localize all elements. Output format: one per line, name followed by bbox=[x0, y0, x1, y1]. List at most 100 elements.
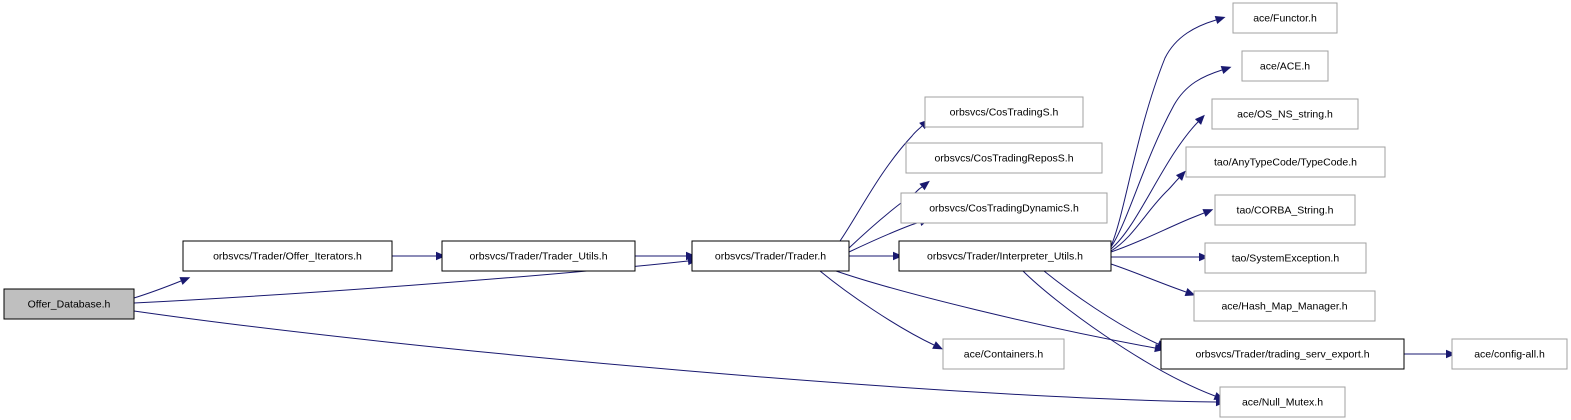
edge-line bbox=[133, 280, 182, 299]
node-box[interactable] bbox=[1232, 2, 1338, 34]
node-box[interactable] bbox=[1160, 338, 1405, 370]
node-layer: Offer_Database.hOffer_Database.h orbsvcs/… bbox=[3, 2, 1568, 418]
node-box[interactable] bbox=[942, 338, 1065, 370]
node-trading_serv_export[interactable]: orbsvcs/Trader/trading_serv_export.horbs… bbox=[1160, 338, 1405, 370]
node-label: orbsvcs/Trader/Offer_Iterators.h bbox=[213, 250, 362, 262]
edge-trading_serv_export-to-ace_config_all bbox=[1404, 349, 1456, 359]
node-box[interactable] bbox=[1185, 146, 1386, 178]
edge-line bbox=[835, 270, 1156, 349]
edge-line bbox=[1110, 177, 1180, 252]
edge-line bbox=[1110, 69, 1223, 248]
edge-offer_database-to-offer_iterators bbox=[133, 277, 191, 299]
node-box[interactable] bbox=[182, 240, 393, 272]
edge-arrowhead bbox=[919, 180, 930, 191]
node-offer_iterators[interactable]: orbsvcs/Trader/Offer_Iterators.horbsvcs/… bbox=[182, 240, 393, 272]
node-label: orbsvcs/Trader/trading_serv_export.h bbox=[1195, 348, 1369, 360]
edge-arrowhead bbox=[436, 251, 446, 261]
edge-interpreter_utils-to-tao_typecode bbox=[1110, 170, 1186, 252]
edge-line bbox=[1110, 121, 1199, 250]
node-label: orbsvcs/Trader/Trader.h bbox=[715, 250, 826, 262]
node-label: orbsvcs/CosTradingS.h bbox=[950, 106, 1059, 118]
node-box[interactable] bbox=[3, 288, 135, 320]
node-label: ace/OS_NS_string.h bbox=[1237, 108, 1333, 120]
node-box[interactable] bbox=[900, 192, 1108, 224]
edge-trader_utils-to-trader bbox=[635, 251, 696, 261]
node-label: ace/config-all.h bbox=[1474, 348, 1545, 360]
node-label: Offer_Database.h bbox=[28, 298, 111, 310]
node-label: orbsvcs/Trader/Interpreter_Utils.h bbox=[927, 250, 1083, 262]
node-box[interactable] bbox=[1241, 50, 1329, 82]
edge-interpreter_utils-to-ace_hash_map_manager bbox=[1110, 263, 1196, 296]
edge-arrowhead bbox=[1184, 288, 1196, 296]
node-label: orbsvcs/CosTradingReposS.h bbox=[934, 152, 1073, 164]
edge-line bbox=[819, 270, 935, 346]
edge-interpreter_utils-to-tao_systemexception bbox=[1111, 252, 1209, 262]
node-offer_database[interactable]: Offer_Database.hOffer_Database.h bbox=[3, 288, 135, 320]
edge-interpreter_utils-to-ace_ace bbox=[1110, 66, 1232, 248]
edge-arrowhead bbox=[1214, 16, 1226, 24]
node-label: ace/Containers.h bbox=[964, 348, 1044, 360]
node-label: tao/AnyTypeCode/TypeCode.h bbox=[1214, 156, 1357, 168]
edge-arrowhead bbox=[893, 251, 903, 261]
edge-line bbox=[1110, 212, 1205, 253]
node-label: ace/Hash_Map_Manager.h bbox=[1221, 300, 1347, 312]
edge-arrowhead bbox=[1194, 114, 1205, 125]
node-box[interactable] bbox=[1193, 290, 1376, 322]
edge-offer_iterators-to-trader_utils bbox=[392, 251, 446, 261]
node-interpreter_utils[interactable]: orbsvcs/Trader/Interpreter_Utils.horbsvc… bbox=[898, 240, 1112, 272]
node-label: ace/ACE.h bbox=[1260, 60, 1310, 72]
node-costradingdynamic[interactable]: orbsvcs/CosTradingDynamicS.horbsvcs/CosT… bbox=[900, 192, 1108, 224]
node-tao_systemexception[interactable]: tao/SystemException.htao/SystemException… bbox=[1204, 242, 1367, 274]
node-box[interactable] bbox=[441, 240, 636, 272]
node-trader_utils[interactable]: orbsvcs/Trader/Trader_Utils.horbsvcs/Tra… bbox=[441, 240, 636, 272]
edge-arrowhead bbox=[1175, 170, 1186, 181]
edge-line bbox=[848, 186, 923, 249]
edge-line bbox=[133, 310, 1217, 403]
node-costradingrepos[interactable]: orbsvcs/CosTradingReposS.horbsvcs/CosTra… bbox=[905, 142, 1103, 174]
edge-arrowhead bbox=[1202, 209, 1214, 217]
edge-trader-to-interpreter_utils bbox=[849, 251, 903, 261]
node-label: ace/Null_Mutex.h bbox=[1242, 396, 1323, 408]
node-box[interactable] bbox=[905, 142, 1103, 174]
edge-arrowhead bbox=[932, 341, 943, 350]
edge-line bbox=[839, 125, 923, 242]
node-box[interactable] bbox=[1219, 386, 1346, 418]
node-costradings[interactable]: orbsvcs/CosTradingS.horbsvcs/CosTradingS… bbox=[924, 96, 1084, 128]
edge-line bbox=[1110, 263, 1187, 293]
node-label: tao/CORBA_String.h bbox=[1237, 204, 1334, 216]
node-box[interactable] bbox=[1211, 98, 1359, 130]
edge-line bbox=[1022, 270, 1216, 397]
node-box[interactable] bbox=[1214, 194, 1356, 226]
edge-interpreter_utils-to-tao_corba_string bbox=[1110, 209, 1214, 253]
node-trader[interactable]: orbsvcs/Trader/Trader.horbsvcs/Trader/Tr… bbox=[691, 240, 850, 272]
node-tao_typecode[interactable]: tao/AnyTypeCode/TypeCode.htao/AnyTypeCod… bbox=[1185, 146, 1386, 178]
node-box[interactable] bbox=[1204, 242, 1367, 274]
edge-arrowhead bbox=[1220, 66, 1232, 74]
edge-line bbox=[1043, 270, 1159, 345]
node-box[interactable] bbox=[1451, 338, 1568, 370]
edge-arrowhead bbox=[1446, 349, 1456, 359]
node-label: tao/SystemException.h bbox=[1232, 252, 1340, 264]
edge-arrowhead bbox=[686, 251, 696, 261]
edge-line bbox=[1110, 19, 1217, 247]
node-label: orbsvcs/Trader/Trader_Utils.h bbox=[469, 250, 607, 262]
edge-arrowhead bbox=[179, 277, 191, 285]
edge-interpreter_utils-to-ace_functor bbox=[1110, 16, 1226, 247]
node-box[interactable] bbox=[898, 240, 1112, 272]
edge-arrowhead bbox=[1199, 252, 1209, 262]
edge-trader-to-ace_containers bbox=[819, 270, 943, 350]
node-ace_hash_map_manager[interactable]: ace/Hash_Map_Manager.hace/Hash_Map_Manag… bbox=[1193, 290, 1376, 322]
node-label: orbsvcs/CosTradingDynamicS.h bbox=[929, 202, 1079, 214]
node-box[interactable] bbox=[924, 96, 1084, 128]
node-label: ace/Functor.h bbox=[1253, 12, 1317, 24]
node-box[interactable] bbox=[691, 240, 850, 272]
